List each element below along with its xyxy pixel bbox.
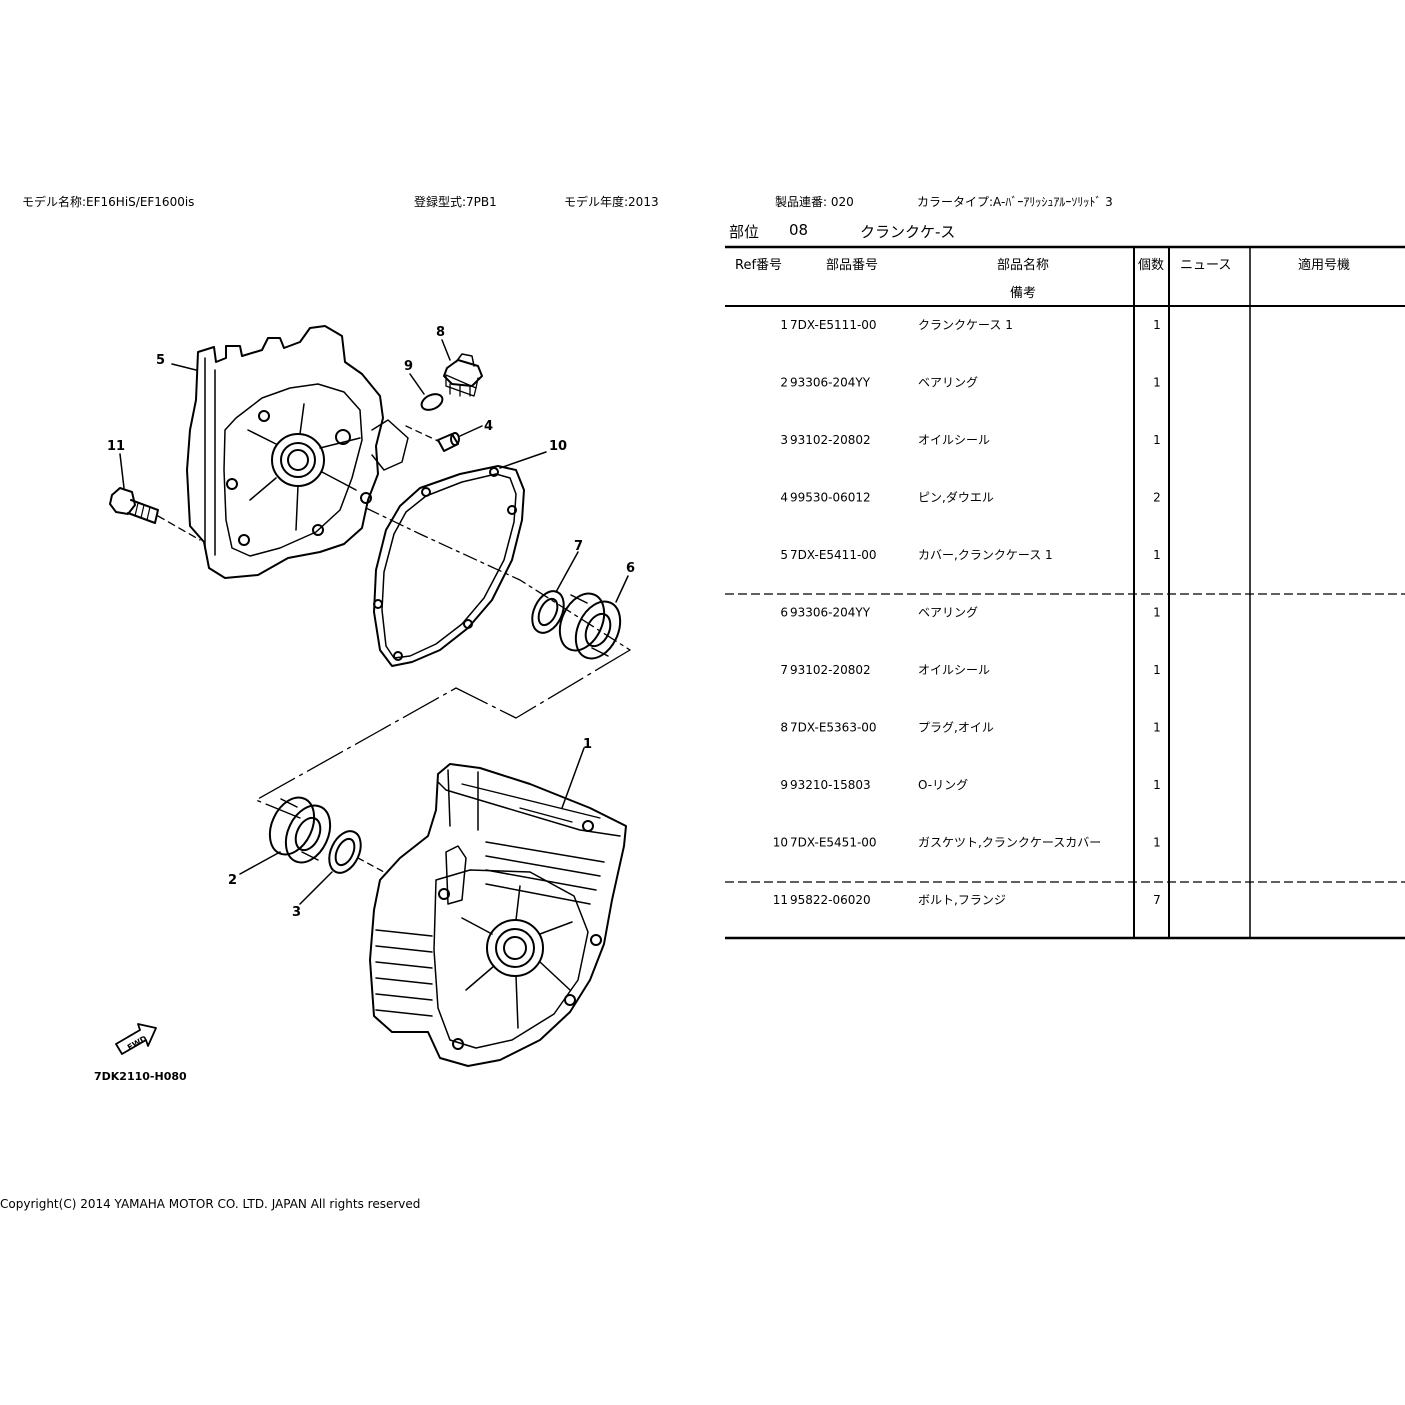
cell-part-no: 93102-20802	[790, 663, 871, 677]
cell-part-name: カバー,クランクケース 1	[918, 548, 1053, 562]
section-name: クランクケ-ス	[860, 223, 956, 241]
cell-part-no: 95822-06020	[790, 893, 871, 907]
cell-ref: 7	[780, 663, 788, 677]
cell-qty: 1	[1153, 721, 1161, 735]
cell-part-name: O-リング	[918, 778, 968, 792]
crankcase-cover-drawing	[186, 325, 409, 579]
cell-ref: 11	[773, 893, 788, 907]
col-header-part-name: 部品名称	[997, 257, 1049, 273]
col-header-ref: Ref番号	[735, 258, 782, 273]
bolt-drawing	[109, 487, 201, 541]
crankcase-drawing	[369, 763, 627, 1067]
cell-ref: 5	[780, 548, 788, 562]
callout-5: 5	[156, 353, 165, 368]
drawing-code: 7DK2110-H080	[94, 1070, 187, 1083]
o-ring-drawing	[420, 393, 444, 411]
callout-10: 10	[549, 439, 567, 454]
callout-11: 11	[107, 439, 125, 454]
copyright-notice: Copyright(C) 2014 YAMAHA MOTOR CO. LTD. …	[0, 1197, 421, 1211]
cell-ref: 4	[780, 491, 788, 505]
cell-ref: 2	[780, 376, 788, 390]
callout-2: 2	[228, 873, 237, 888]
callout-4: 4	[484, 419, 493, 434]
col-header-applicable: 適用号機	[1298, 257, 1350, 273]
cell-qty: 1	[1153, 548, 1161, 562]
cell-part-name: オイルシール	[918, 433, 990, 447]
cell-part-no: 93210-15803	[790, 778, 871, 792]
cell-ref: 9	[780, 778, 788, 792]
section-number: 08	[789, 221, 809, 239]
gasket-drawing	[373, 465, 525, 667]
cell-ref: 1	[780, 318, 788, 332]
cell-part-name: ボルト,フランジ	[918, 893, 1006, 907]
oil-seal-7-drawing	[531, 590, 565, 634]
cell-part-no: 93306-204YY	[790, 376, 871, 390]
dowel-pin-drawing	[405, 425, 460, 452]
cell-part-no: 93306-204YY	[790, 606, 871, 620]
cell-part-no: 7DX-E5111-00	[790, 318, 877, 332]
cell-qty: 1	[1153, 318, 1161, 332]
callout-6: 6	[626, 561, 635, 576]
cell-ref: 3	[780, 433, 788, 447]
col-header-qty: 個数	[1138, 258, 1164, 273]
cell-part-no: 93102-20802	[790, 433, 871, 447]
color-type: カラータイプ:A-ﾊﾞｰｱﾘｯｼｭｱﾙｰｿﾘｯﾄﾞ 3	[917, 195, 1113, 209]
cell-qty: 1	[1153, 433, 1161, 447]
exploded-parts-diagram: 1 2 3 4 5 6 7 8 9 10 11 FWD 7DK2110-H080	[94, 325, 635, 1083]
cell-qty: 7	[1153, 893, 1161, 907]
cell-qty: 1	[1153, 376, 1161, 390]
cell-qty: 2	[1153, 491, 1161, 505]
cell-part-name: クランクケース 1	[918, 318, 1013, 332]
model-name: モデル名称:EF16HiS/EF1600is	[22, 195, 195, 209]
model-year: モデル年度:2013	[564, 195, 659, 209]
oil-plug-drawing	[443, 353, 483, 397]
cell-part-no: 7DX-E5363-00	[790, 721, 877, 735]
callout-9: 9	[404, 359, 413, 374]
cell-part-name: オイルシール	[918, 663, 990, 677]
cell-part-name: ピン,ダウエル	[918, 490, 994, 505]
section-label: 部位	[729, 223, 760, 241]
callout-1: 1	[583, 737, 592, 752]
col-header-news: ニュース	[1180, 258, 1231, 273]
leader-lines	[119, 339, 629, 905]
callout-3: 3	[292, 905, 301, 920]
callout-7: 7	[574, 539, 583, 554]
col-header-part-no: 部品番号	[826, 258, 878, 273]
cell-qty: 1	[1153, 606, 1161, 620]
cell-qty: 1	[1153, 778, 1161, 792]
cell-qty: 1	[1153, 663, 1161, 677]
cell-part-name: プラグ,オイル	[918, 721, 994, 735]
cell-qty: 1	[1153, 836, 1161, 850]
serial-number: 製品連番: 020	[775, 195, 854, 209]
cell-part-no: 99530-06012	[790, 491, 871, 505]
cell-part-name: ベアリング	[918, 376, 978, 390]
callout-8: 8	[436, 325, 445, 340]
cell-ref: 10	[773, 836, 788, 850]
registration-type: 登録型式:7PB1	[414, 195, 497, 209]
cell-ref: 8	[780, 721, 788, 735]
cell-ref: 6	[780, 606, 788, 620]
cell-part-name: ベアリング	[918, 606, 978, 620]
cell-part-no: 7DX-E5451-00	[790, 836, 877, 850]
col-header-remarks: 備考	[1010, 285, 1036, 301]
cell-part-name: ガスケツト,クランクケースカバー	[918, 836, 1101, 850]
cell-part-no: 7DX-E5411-00	[790, 548, 877, 562]
